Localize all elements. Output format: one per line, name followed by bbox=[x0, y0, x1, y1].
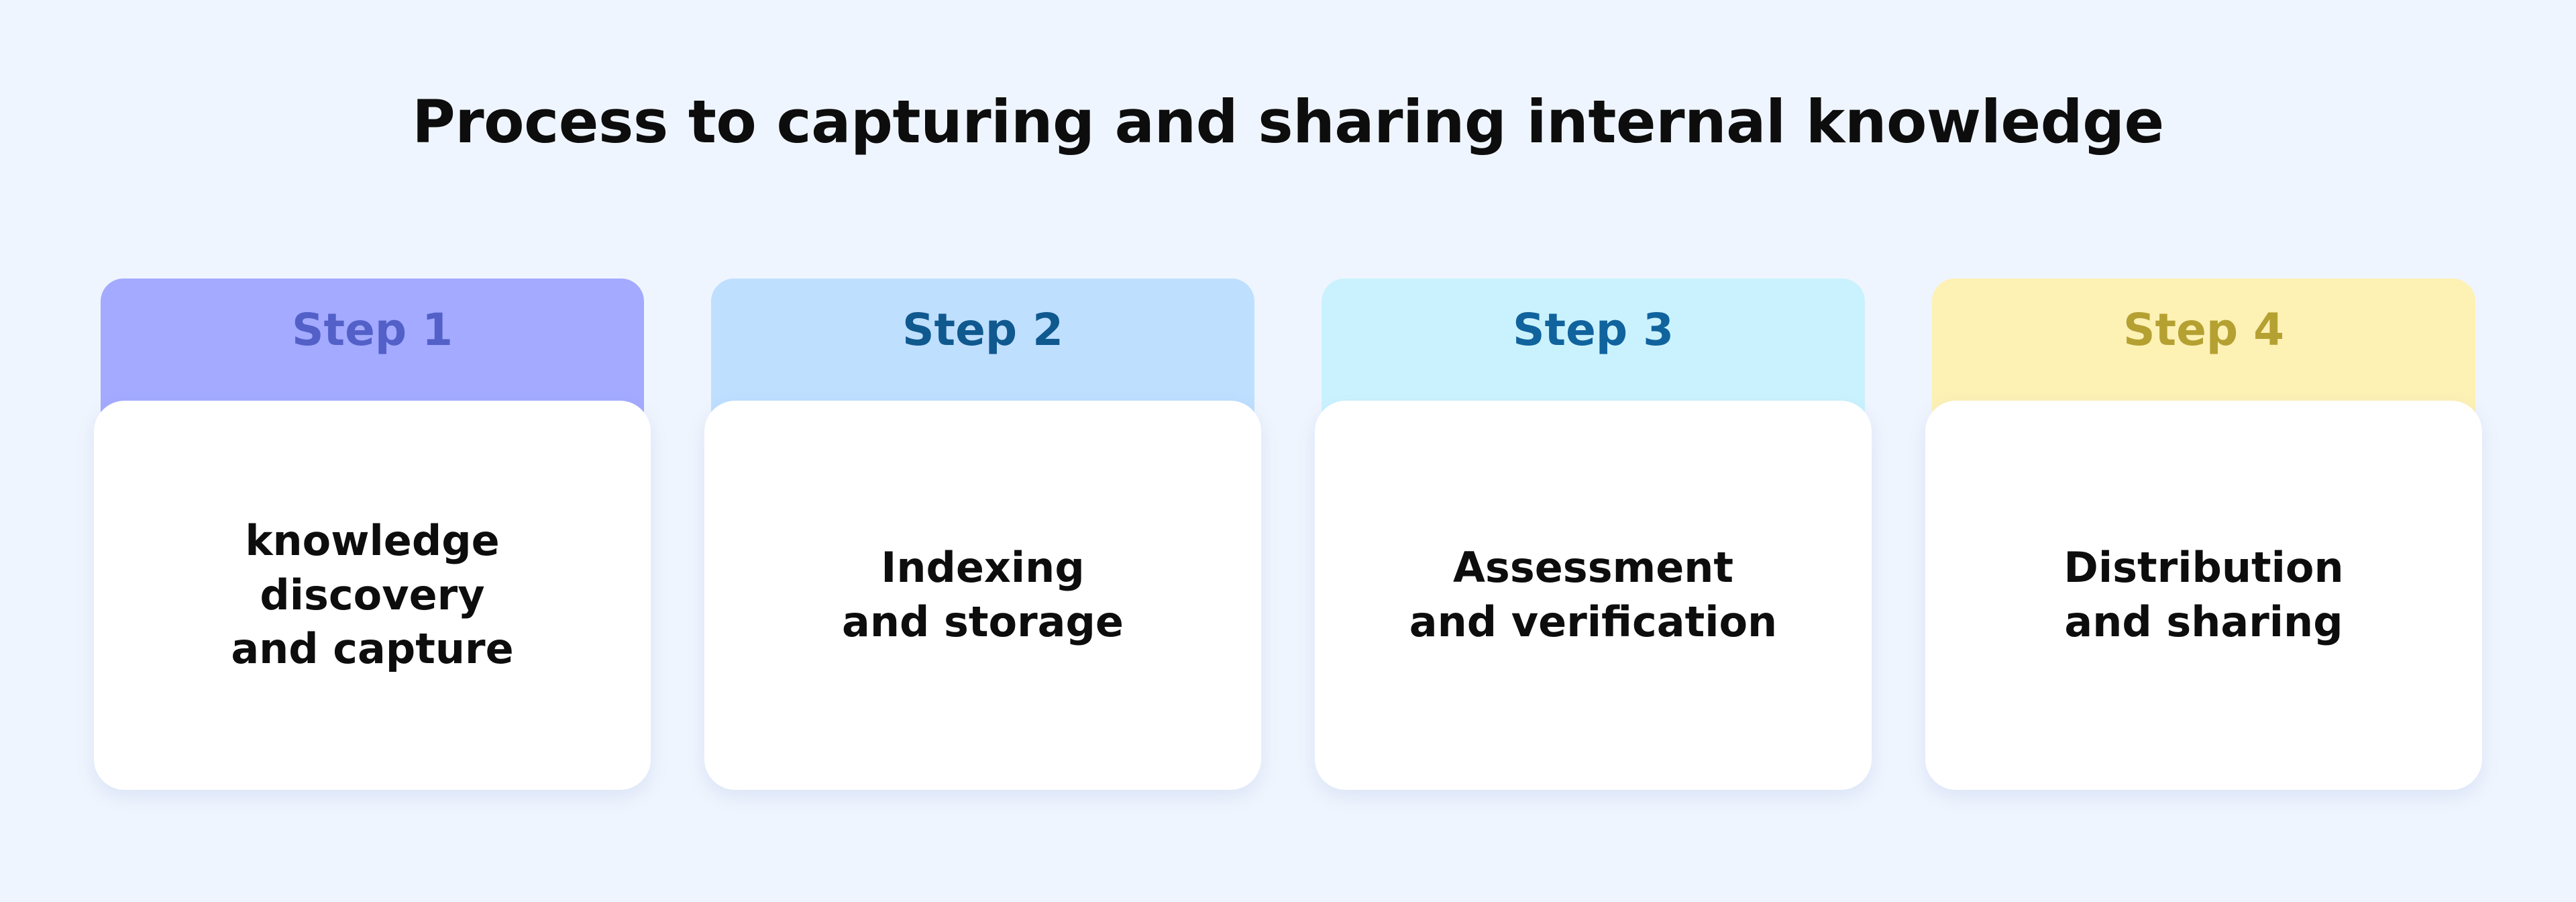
step-card-4-label: Step 4 bbox=[2123, 304, 2284, 356]
step-card-4-body-text: Distribution and sharing bbox=[2063, 543, 2344, 646]
step-card-3-body-text: Assessment and verification bbox=[1409, 543, 1778, 646]
step-card-3[interactable]: Step 3 Assessment and verification bbox=[1315, 279, 1872, 802]
step-card-3-label: Step 3 bbox=[1513, 304, 1674, 356]
step-card-4-header: Step 4 bbox=[1932, 279, 2475, 419]
step-card-2-label: Step 2 bbox=[902, 304, 1063, 356]
step-card-2-body-text: Indexing and storage bbox=[842, 543, 1124, 646]
step-card-1-body-text: knowledge discovery and capture bbox=[231, 516, 514, 674]
step-card-1-header: Step 1 bbox=[101, 279, 644, 419]
step-card-1-label: Step 1 bbox=[292, 304, 453, 356]
step-card-4-body: Distribution and sharing bbox=[1925, 401, 2482, 790]
step-card-2-body: Indexing and storage bbox=[704, 401, 1261, 790]
step-card-1[interactable]: Step 1 knowledge discovery and capture bbox=[94, 279, 651, 802]
step-card-1-body: knowledge discovery and capture bbox=[94, 401, 651, 790]
step-card-3-body: Assessment and verification bbox=[1315, 401, 1872, 790]
step-card-2[interactable]: Step 2 Indexing and storage bbox=[704, 279, 1261, 802]
step-card-3-header: Step 3 bbox=[1322, 279, 1865, 419]
step-card-2-header: Step 2 bbox=[711, 279, 1254, 419]
page-title: Process to capturing and sharing interna… bbox=[412, 87, 2164, 156]
steps-row: Step 1 knowledge discovery and capture S… bbox=[94, 279, 2482, 802]
step-card-4[interactable]: Step 4 Distribution and sharing bbox=[1925, 279, 2482, 802]
